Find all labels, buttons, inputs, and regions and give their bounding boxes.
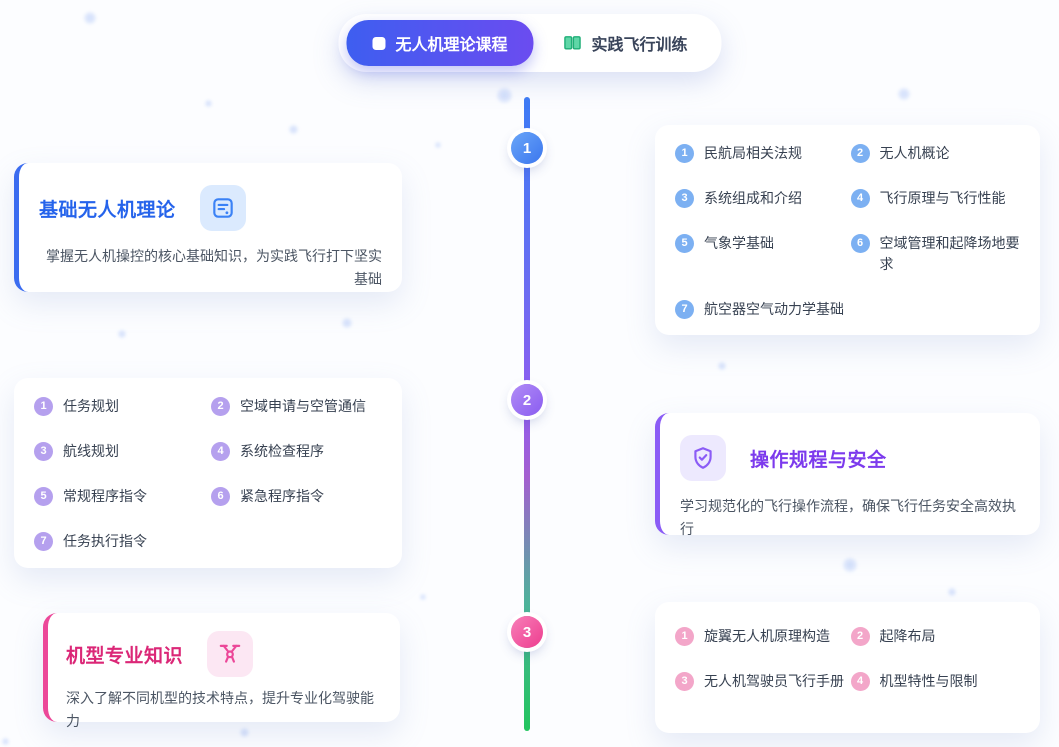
list-item: 2 无人机概论 [850, 143, 1021, 164]
list-item: 5 气象学基础 [675, 233, 845, 254]
list-item: 1 任务规划 [34, 396, 205, 417]
item-label: 任务执行指令 [63, 533, 147, 549]
list-item: 7 任务执行指令 [34, 531, 205, 552]
section-2-topics-card: 1 任务规划 2 空域申请与空管通信 3 航线规划 4 系统检查程序 5 常规程… [14, 378, 402, 568]
bokeh-dot [84, 12, 96, 24]
item-label: 飞行原理与飞行性能 [879, 190, 1006, 206]
section-3-topics-card: 1 旋翼无人机原理构造 2 起降布局 3 无人机驾驶员飞行手册 4 机型特性与限… [655, 602, 1040, 733]
bokeh-dot [289, 125, 298, 134]
square-icon [372, 36, 386, 50]
section-2-description: 学习规范化的飞行操作流程，确保飞行任务安全高效执行 [680, 498, 1016, 538]
timeline-node-3: 3 [511, 616, 543, 648]
topic-list: 1 民航局相关法规 2 无人机概论 3 系统组成和介绍 4 飞行原理与飞行性能 … [675, 143, 1020, 320]
item-number-badge: 3 [675, 672, 694, 691]
item-number-badge: 2 [850, 144, 870, 163]
list-item: 3 无人机驾驶员飞行手册 [675, 671, 845, 692]
drone-icon [207, 631, 254, 677]
topic-list: 1 任务规划 2 空域申请与空管通信 3 航线规划 4 系统检查程序 5 常规程… [34, 396, 382, 552]
item-label: 起降布局 [879, 628, 936, 644]
bokeh-dot [718, 362, 726, 370]
item-label: 系统组成和介绍 [704, 190, 802, 206]
bokeh-dot [898, 88, 910, 100]
section-2-info-card: 操作规程与安全 学习规范化的飞行操作流程，确保飞行任务安全高效执行 [655, 413, 1040, 537]
timeline-node-1: 1 [511, 132, 543, 164]
section-1-info-card: 基础无人机理论 掌握无人机操控的核心基础知识，为实践飞行打下坚实基础 [14, 163, 402, 292]
list-item: 2 起降布局 [850, 626, 1021, 647]
item-number-badge: 3 [675, 189, 694, 208]
item-label: 紧急程序指令 [240, 488, 324, 504]
tab-practice-training[interactable]: 实践飞行训练 [538, 20, 714, 66]
bokeh-dot [2, 738, 9, 745]
section-2-title: 操作规程与安全 [750, 449, 887, 471]
item-label: 气象学基础 [704, 235, 774, 251]
document-icon [199, 185, 246, 231]
item-label: 常规程序指令 [63, 488, 147, 504]
tab-theory-label: 无人机理论课程 [395, 37, 508, 54]
item-number-badge: 2 [850, 627, 870, 646]
bokeh-dot [497, 88, 512, 103]
item-number-badge: 1 [34, 397, 53, 416]
list-item: 1 民航局相关法规 [675, 143, 845, 164]
list-item: 4 系统检查程序 [211, 441, 382, 462]
section-3-description: 深入了解不同机型的技术特点，提升专业化驾驶能力 [66, 690, 374, 730]
section-1-title: 基础无人机理论 [39, 199, 176, 221]
course-tab-bar: 无人机理论课程 实践飞行训练 [338, 14, 722, 72]
list-item: 2 空域申请与空管通信 [211, 396, 382, 417]
item-number-badge: 2 [211, 397, 230, 416]
item-number-badge: 4 [211, 442, 230, 461]
section-3-title: 机型专业知识 [66, 645, 184, 667]
topic-list: 1 旋翼无人机原理构造 2 起降布局 3 无人机驾驶员飞行手册 4 机型特性与限… [675, 626, 1020, 692]
item-label: 空域申请与空管通信 [240, 398, 366, 414]
tab-practice-label: 实践飞行训练 [591, 37, 688, 54]
section-1-topics-card: 1 民航局相关法规 2 无人机概论 3 系统组成和介绍 4 飞行原理与飞行性能 … [655, 125, 1040, 335]
item-label: 空域管理和起降场地要求 [879, 235, 1020, 272]
item-number-badge: 7 [34, 532, 53, 551]
item-number-badge: 1 [675, 144, 694, 163]
section-1-description: 掌握无人机操控的核心基础知识，为实践飞行打下坚实基础 [46, 248, 382, 288]
list-item: 6 空域管理和起降场地要求 [850, 233, 1021, 275]
item-number-badge: 4 [850, 189, 870, 208]
item-number-badge: 1 [675, 627, 694, 646]
item-label: 民航局相关法规 [704, 145, 802, 161]
item-label: 旋翼无人机原理构造 [704, 628, 830, 644]
item-label: 航空器空气动力学基础 [704, 301, 844, 317]
shield-check-icon [680, 435, 726, 481]
bokeh-dot [948, 588, 956, 596]
list-item: 5 常规程序指令 [34, 486, 205, 507]
book-icon [564, 35, 582, 51]
item-label: 无人机概论 [879, 145, 950, 161]
section-3-info-card: 机型专业知识 深入了解不同机型的技术特点，提升专业化驾驶能力 [43, 613, 400, 729]
item-label: 航线规划 [63, 443, 119, 459]
bokeh-dot [342, 318, 352, 328]
bokeh-dot [118, 330, 126, 338]
item-number-badge: 4 [850, 672, 870, 691]
list-item: 3 航线规划 [34, 441, 205, 462]
tab-theory-course[interactable]: 无人机理论课程 [346, 20, 534, 66]
list-item: 6 紧急程序指令 [211, 486, 382, 507]
item-number-badge: 5 [675, 234, 694, 253]
bokeh-dot [420, 594, 426, 600]
item-label: 无人机驾驶员飞行手册 [704, 673, 844, 689]
item-number-badge: 7 [675, 300, 694, 319]
list-item: 3 系统组成和介绍 [675, 188, 845, 209]
list-item: 7 航空器空气动力学基础 [675, 299, 845, 320]
item-number-badge: 6 [850, 234, 870, 253]
bokeh-dot [843, 558, 857, 572]
bokeh-dot [205, 100, 212, 107]
item-number-badge: 3 [34, 442, 53, 461]
item-label: 系统检查程序 [240, 443, 324, 459]
list-item: 4 飞行原理与飞行性能 [850, 188, 1021, 209]
item-label: 机型特性与限制 [879, 673, 978, 689]
item-label: 任务规划 [63, 398, 119, 414]
bokeh-dot [435, 142, 441, 148]
item-number-badge: 6 [211, 487, 230, 506]
section-1-info-header: 基础无人机理论 [39, 185, 382, 231]
list-item: 1 旋翼无人机原理构造 [675, 626, 845, 647]
list-item: 4 机型特性与限制 [850, 671, 1021, 692]
section-3-info-header: 机型专业知识 [66, 631, 382, 677]
item-number-badge: 5 [34, 487, 53, 506]
timeline-node-2: 2 [511, 384, 543, 416]
section-2-info-header: 操作规程与安全 [680, 435, 1020, 481]
